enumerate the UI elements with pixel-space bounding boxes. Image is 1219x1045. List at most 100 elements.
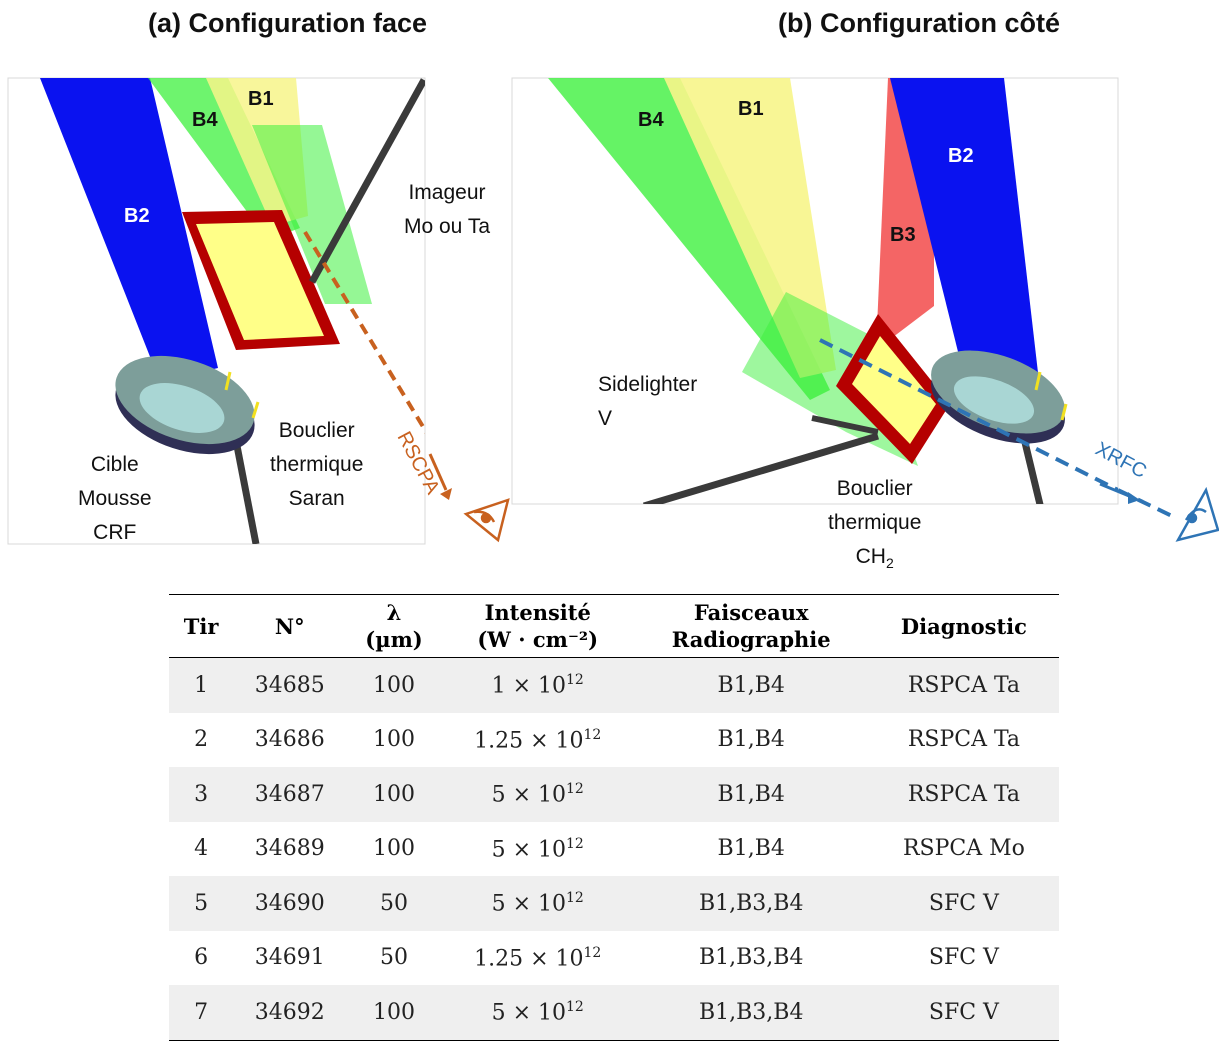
cell-n: 34690 [233,876,347,931]
cell-tir: 1 [169,657,234,713]
cell-n: 34685 [233,657,347,713]
cell-beams: B1,B4 [633,767,869,822]
panel-b-title: (b) Configuration côté [778,8,1060,38]
cell-lambda: 100 [373,836,416,862]
intensity-exponent: 12 [583,944,602,961]
cell-intensity: 5 × 1012 [442,822,634,877]
sidelighter-line1: Sidelighter [598,373,698,396]
thermal-shield-b [836,314,950,464]
header-lambda-unit: (µm) [365,627,423,652]
header-beams-line2: Radiographie [671,627,831,652]
intensity-mantissa: 5 × 10 [491,782,566,808]
sidelighter-rod [642,432,880,504]
table-row: 2 34686 100 1.25 × 1012 B1,B4 RSPCA Ta [169,713,1059,768]
label-b2-b: B2 [948,145,974,167]
target-a-line3: CRF [93,521,137,544]
header-lambda: λ(µm) [346,594,442,658]
cell-lambda: 100 [346,767,442,822]
header-intensity-unit: (W · cm⁻²) [477,627,599,652]
target-a-line2: Mousse [78,487,152,510]
shield-a-line3: Saran [288,487,345,510]
cell-beams: B1,B4 [717,836,785,862]
cell-diag: RSPCA Ta [868,767,1059,822]
beam-b4-b [548,78,830,400]
cell-beams: B1,B3,B4 [633,876,869,931]
cell-n: 34689 [254,836,325,862]
table-row: 1 34685 100 1 × 1012 B1,B4 RSPCA Ta [169,657,1059,713]
target-label-a: Cible Mousse CRF [78,448,152,550]
cell-n: 34692 [233,985,347,1040]
eye-icon-a [463,498,510,543]
shield-label-b: Bouclier thermique CH2 [828,472,921,580]
cell-tir: 2 [194,727,209,753]
shield-a-line2: thermique [270,453,364,476]
cell-diag: SFC V [928,945,999,971]
label-b1-b: B1 [738,98,764,120]
cell-diag: RSPCA Ta [907,727,1021,753]
ch2-base: CH [855,545,886,568]
panel-a-title: (a) Configuration face [148,8,428,38]
shield-label-a: Bouclier thermique Saran [270,414,363,516]
cell-tir: 7 [169,985,234,1040]
xrfc-line [819,338,1118,492]
beam-b2-b [890,78,1040,392]
cell-n: 34686 [254,727,325,753]
cell-n: 34691 [254,945,325,971]
cell-intensity: 1.25 × 1012 [442,931,634,986]
configuration-figure [7,77,1219,545]
cell-diag: SFC V [868,985,1059,1040]
label-b1-a: B1 [248,88,274,110]
shield-b-line2: thermique [828,511,922,534]
label-b4-b: B4 [638,109,664,131]
cell-tir: 4 [194,836,209,862]
shield-a-line1: Bouclier [278,419,355,442]
intensity-exponent: 12 [566,672,584,689]
imager-rod-a [308,78,425,284]
sidelighter-line2: V [598,407,613,430]
cell-intensity: 1 × 1012 [441,657,634,713]
eye-icon-b [1175,486,1219,542]
header-intensity: Intensité(W · cm⁻²) [441,594,634,658]
shield-b-line3: CH2 [828,540,921,580]
intensity-mantissa: 5 × 10 [491,836,566,862]
intensity-exponent: 12 [566,999,584,1016]
cell-intensity: 5 × 1012 [441,876,634,931]
cell-lambda: 50 [346,876,442,931]
panel-b-drawing [511,77,1219,542]
target-a-line1: Cible [90,453,139,476]
intensity-exponent: 12 [583,726,602,743]
cell-beams: B1,B3,B4 [698,945,804,971]
cell-tir: 6 [194,945,209,971]
cell-n: 34687 [233,767,347,822]
imager-label-line2: Mo ou Ta [404,215,490,238]
sidelighter-label: Sidelighter V [598,368,697,436]
label-b2-a: B2 [124,205,150,227]
shield-b-line1: Bouclier [836,477,913,500]
cell-lambda: 100 [346,657,442,713]
label-b3-b: B3 [890,224,916,246]
cell-lambda: 50 [380,945,409,971]
cell-intensity: 5 × 1012 [441,767,634,822]
cell-lambda: 100 [373,727,416,753]
intensity-exponent: 12 [566,890,584,907]
table-row: 6 34691 50 1.25 × 1012 B1,B3,B4 SFC V [169,931,1059,986]
header-tir: Tir [169,594,234,658]
intensity-exponent: 12 [566,781,584,798]
intensity-mantissa: 5 × 10 [491,891,566,917]
table-row: 7 34692 100 5 × 1012 B1,B3,B4 SFC V [169,985,1059,1040]
panel-a-drawing [7,77,510,545]
cell-diag: SFC V [868,876,1059,931]
header-diag: Diagnostic [868,594,1059,658]
target-rod-b [1018,429,1044,504]
cell-intensity: 5 × 1012 [441,985,634,1040]
cell-diag: RSPCA Ta [868,657,1059,713]
intensity-mantissa: 5 × 10 [491,1000,566,1026]
intensity-mantissa: 1.25 × 10 [474,945,584,971]
intensity-mantissa: 1.25 × 10 [474,727,584,753]
shots-table: Tir N° λ(µm) Intensité(W · cm⁻²) Faiscea… [169,594,1059,1041]
green-plane-a [252,125,372,304]
table-row: 5 34690 50 5 × 1012 B1,B3,B4 SFC V [169,876,1059,931]
cell-lambda: 100 [346,985,442,1040]
header-beams-line1: Faisceaux [693,600,809,625]
